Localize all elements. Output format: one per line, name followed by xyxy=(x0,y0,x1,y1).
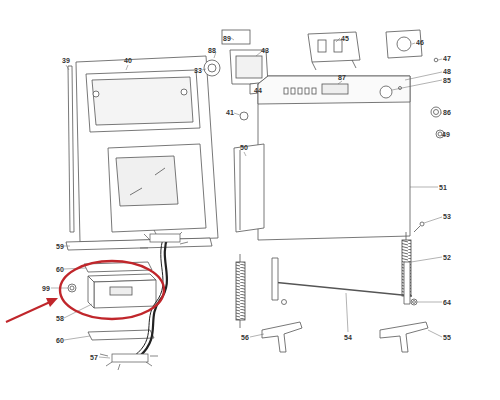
callout-number: 99 xyxy=(42,285,50,292)
callout-number: 43 xyxy=(261,47,269,54)
callout-number: 56 xyxy=(241,334,249,341)
callout-number: 59 xyxy=(56,243,64,250)
callout-number: 60 xyxy=(56,266,64,273)
callout-number: 52 xyxy=(443,254,451,261)
callout-number: 50 xyxy=(240,144,248,151)
callout-number: 85 xyxy=(443,77,451,84)
callout-number: 47 xyxy=(443,55,451,62)
callout-number: 33 xyxy=(194,67,202,74)
callout-number: 57 xyxy=(90,354,98,361)
callout-number: 46 xyxy=(416,39,424,46)
callout-number: 39 xyxy=(62,57,70,64)
callout-number: 49 xyxy=(442,131,450,138)
callout-number: 88 xyxy=(208,47,216,54)
callout-number: 86 xyxy=(443,109,451,116)
callout-number: 53 xyxy=(443,213,451,220)
callout-number: 64 xyxy=(443,299,451,306)
callout-number: 54 xyxy=(344,334,352,341)
callout-number: 48 xyxy=(443,68,451,75)
callout-number: 51 xyxy=(439,184,447,191)
callout-number: 60 xyxy=(56,337,64,344)
callout-number: 87 xyxy=(338,74,346,81)
callout-number: 41 xyxy=(226,109,234,116)
callout-number: 45 xyxy=(341,35,349,42)
callout-number: 55 xyxy=(443,334,451,341)
callout-number: 44 xyxy=(254,87,262,94)
callout-number: 40 xyxy=(124,57,132,64)
callout-number: 58 xyxy=(56,315,64,322)
callout-number: 89 xyxy=(223,35,231,42)
